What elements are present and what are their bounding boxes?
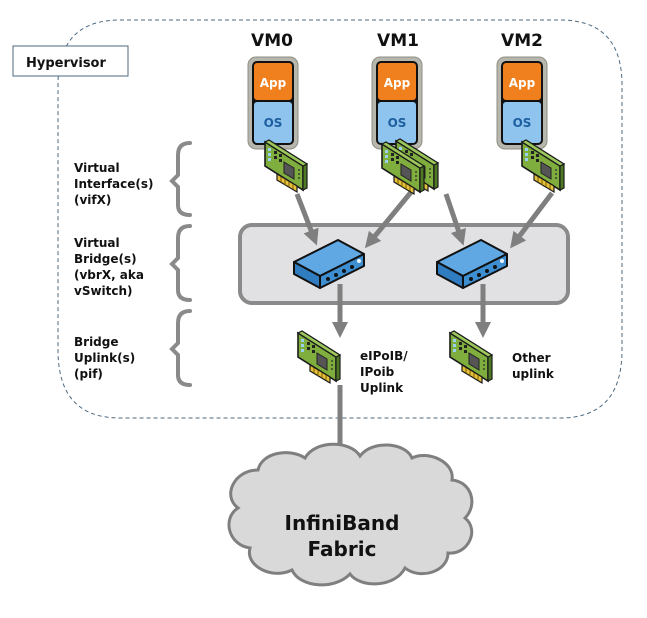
- layer-label-bridge-uplinks: Bridge Uplink(s) (pif): [74, 335, 135, 381]
- bracket-bridge-uplinks: [169, 309, 192, 387]
- vm0-stack-icon: App OS: [247, 56, 299, 150]
- vm2-title: VM2: [501, 31, 543, 51]
- hypervisor-label: Hypervisor: [26, 56, 106, 71]
- bridge-to-uplink-arrows: [331, 284, 492, 339]
- svg-text:(vbrX, aka: (vbrX, aka: [74, 268, 144, 282]
- fabric-label-line1: InfiniBand: [285, 511, 400, 535]
- svg-text:Other: Other: [512, 351, 551, 365]
- vm2-app-label: App: [509, 76, 536, 90]
- arrow-vm1a-to-bridge0: [364, 189, 414, 249]
- vm1-os-label: OS: [388, 116, 407, 130]
- eipoib-uplink-network-card-icon: [297, 330, 341, 384]
- layer-label-virtual-bridges: Virtual Bridge(s) (vbrX, aka vSwitch): [74, 236, 144, 298]
- vm2-os-label: OS: [513, 116, 532, 130]
- svg-text:Bridge: Bridge: [74, 335, 119, 349]
- bracket-virtual-interfaces: [169, 141, 192, 217]
- eipoib-uplink-label: eIPoIB/ IPoib Uplink: [360, 349, 408, 395]
- vm1-app-label: App: [384, 76, 411, 90]
- vm1-title: VM1: [377, 31, 419, 51]
- svg-text:(pif): (pif): [74, 367, 103, 381]
- vm0-app-label: App: [260, 76, 287, 90]
- arrow-vm1b-to-bridge1: [443, 193, 466, 246]
- hypervisor-label-box: Hypervisor: [12, 45, 129, 77]
- svg-text:(vifX): (vifX): [74, 193, 111, 207]
- vm0-title: VM0: [251, 31, 293, 51]
- bracket-virtual-bridges: [169, 224, 192, 302]
- svg-text:Virtual: Virtual: [74, 161, 120, 175]
- vif-to-bridge-arrows: [294, 189, 554, 249]
- svg-text:Bridge(s): Bridge(s): [74, 252, 137, 266]
- vm0-os-label: OS: [264, 116, 283, 130]
- other-uplink-label: Other uplink: [512, 351, 555, 381]
- layer-brackets: [169, 141, 192, 387]
- arrow-vm2-to-bridge1: [510, 191, 554, 249]
- svg-text:vSwitch): vSwitch): [74, 284, 133, 298]
- other-uplink-network-card-icon: [449, 330, 493, 384]
- infiniband-fabric-cloud-icon: [227, 442, 474, 587]
- svg-text:uplink: uplink: [512, 367, 555, 381]
- vm2-stack-icon: App OS: [496, 56, 548, 150]
- svg-text:eIPoIB/: eIPoIB/: [360, 349, 408, 363]
- svg-text:Virtual: Virtual: [74, 236, 120, 250]
- vm1-stack-icon: App OS: [371, 56, 423, 150]
- svg-text:Uplink: Uplink: [360, 381, 404, 395]
- layer-label-virtual-interfaces: Virtual Interface(s) (vifX): [74, 161, 153, 207]
- svg-text:IPoib: IPoib: [360, 365, 395, 379]
- fabric-label-line2: Fabric: [308, 537, 377, 561]
- svg-text:Uplink(s): Uplink(s): [74, 351, 135, 365]
- svg-text:Interface(s): Interface(s): [74, 177, 153, 191]
- arrow-vm0-to-bridge0: [294, 193, 319, 246]
